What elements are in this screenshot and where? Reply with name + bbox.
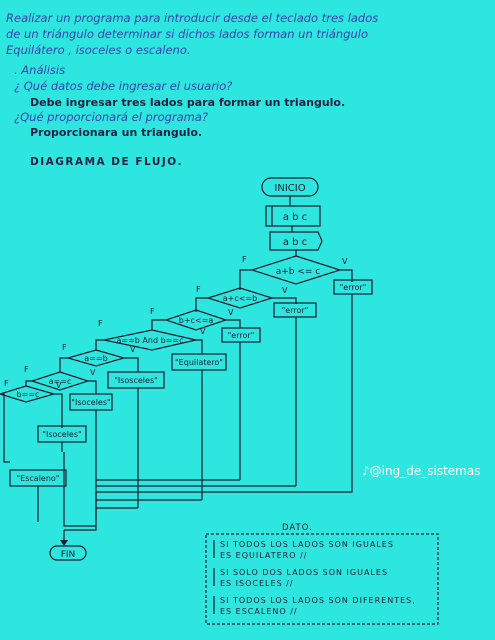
end-label: FIN — [61, 550, 76, 560]
cond6-true-tag: V — [90, 368, 96, 377]
decision-6-label: a==c — [49, 377, 72, 386]
decision-7-label: b==c — [17, 390, 40, 399]
isosceles-1-box — [107, 371, 165, 389]
music-note-icon: ♪ — [362, 464, 370, 478]
edge-cond6-false — [25, 380, 32, 386]
note-1-line-2: ES EQUILATERO // — [220, 551, 308, 560]
merge-trunk — [64, 492, 97, 531]
merge-lines — [96, 479, 296, 509]
scalene-label: "Escaleno" — [17, 474, 60, 483]
isosceles-2-label: "Isoceles" — [71, 398, 110, 407]
cond1-false-tag: F — [242, 255, 247, 264]
watermark: ♪@ing_de_sistemas — [362, 464, 480, 478]
decision-3-label: b+c<=a — [179, 316, 214, 325]
error-2-box — [273, 302, 317, 318]
decision-3 — [164, 309, 228, 331]
edge-cond5-false — [59, 357, 68, 372]
notes-title: DATO. — [282, 523, 313, 533]
error-3-box — [221, 327, 261, 343]
cond1-true-tag: V — [342, 257, 348, 266]
edge-cond7-true — [54, 393, 63, 428]
output-box — [269, 231, 323, 251]
cond5-true-tag: V — [130, 345, 136, 354]
note-2-line-1: SI SOLO DOS LADOS SON IGUALES — [220, 568, 389, 577]
edge-cond2-false — [195, 297, 208, 312]
problem-line-2: de un triángulo determinar si dichos lad… — [6, 27, 368, 41]
equilateral-label: "Equilatero" — [175, 358, 223, 367]
question-1: ¿ Qué datos debe ingresar el usuario? — [14, 79, 233, 93]
problem-line-3: Equilátero , isoceles o escaleno. — [6, 43, 191, 57]
cond7-true-tag: V — [56, 381, 62, 390]
arrow-head-icon — [60, 540, 68, 546]
decision-4 — [103, 329, 197, 351]
edge-cond6-true — [88, 380, 97, 394]
cond7-false-tag: F — [4, 379, 9, 388]
edge-cond2-true — [272, 297, 297, 304]
question-2: ¿Qué proporcionará el programa? — [14, 110, 209, 124]
decision-6 — [30, 371, 90, 391]
edge-cond4-false — [95, 339, 104, 350]
isosceles-3-label: "Isoceles" — [42, 430, 81, 439]
decision-5-label: a==b — [84, 354, 107, 363]
input-box — [265, 205, 321, 227]
cond4-false-tag: F — [98, 319, 103, 328]
error-1-label: "error" — [340, 283, 367, 292]
cond3-true-tag: V — [228, 308, 234, 317]
decision-1-label: a+b <= c — [276, 267, 321, 277]
start-label: INICIO — [274, 183, 305, 194]
cond2-true-tag: V — [282, 286, 288, 295]
problem-line-1: Realizar un programa para introducir des… — [6, 11, 379, 25]
edge-cond7-false — [0, 393, 10, 463]
edge-cond5-true — [124, 357, 139, 372]
isosceles-2-box — [69, 393, 113, 411]
edge-cond3-true — [226, 319, 241, 328]
edge-cond1-false — [239, 269, 252, 290]
answer-1: Debe ingresar tres lados para formar un … — [30, 96, 346, 109]
error-3-label: "error" — [228, 331, 255, 340]
error-2-label: "error" — [282, 306, 309, 315]
note-3-line-1: SI TODOS LOS LADOS SON DIFERENTES, — [220, 596, 416, 605]
isosceles-1-label: "Isosceles" — [114, 376, 158, 385]
decision-2-label: a+c<=b — [223, 294, 258, 303]
error-1-box — [333, 279, 373, 295]
edge-cond1-true — [340, 269, 353, 282]
decision-4-label: a==b And b==c — [117, 336, 184, 345]
equilateral-box — [171, 353, 227, 371]
decision-1 — [250, 255, 342, 285]
answer-2: Proporcionara un triangulo. — [30, 126, 203, 139]
cond3-false-tag: F — [150, 307, 155, 316]
note-3-line-2: ES ESCALENO // — [220, 607, 298, 616]
output-label: a b c — [283, 237, 307, 248]
diagram-title: DIAGRAMA DE FLUJO. — [30, 156, 183, 168]
cond4-true-tag: V — [200, 327, 206, 336]
note-2-line-2: ES ISOCELES // — [220, 579, 294, 588]
cond5-false-tag: F — [62, 343, 67, 352]
edge-cond3-false — [151, 319, 166, 330]
edge-cond4-true — [196, 339, 203, 354]
decision-5 — [65, 349, 127, 367]
notes-box — [205, 533, 439, 625]
watermark-handle: @ing_de_sistemas — [369, 464, 481, 478]
decision-7 — [0, 385, 57, 403]
note-1-line-1: SI TODOS LOS LADOS SON IGUALES — [220, 540, 394, 549]
analysis-heading: . Análisis — [14, 63, 66, 77]
input-label: a b c — [283, 212, 307, 223]
cond2-false-tag: F — [196, 285, 201, 294]
cond6-false-tag: F — [24, 365, 29, 374]
end-terminal — [49, 545, 87, 561]
decision-2 — [205, 287, 275, 309]
edge-error1-merge — [96, 294, 353, 493]
merge-left — [63, 452, 96, 527]
